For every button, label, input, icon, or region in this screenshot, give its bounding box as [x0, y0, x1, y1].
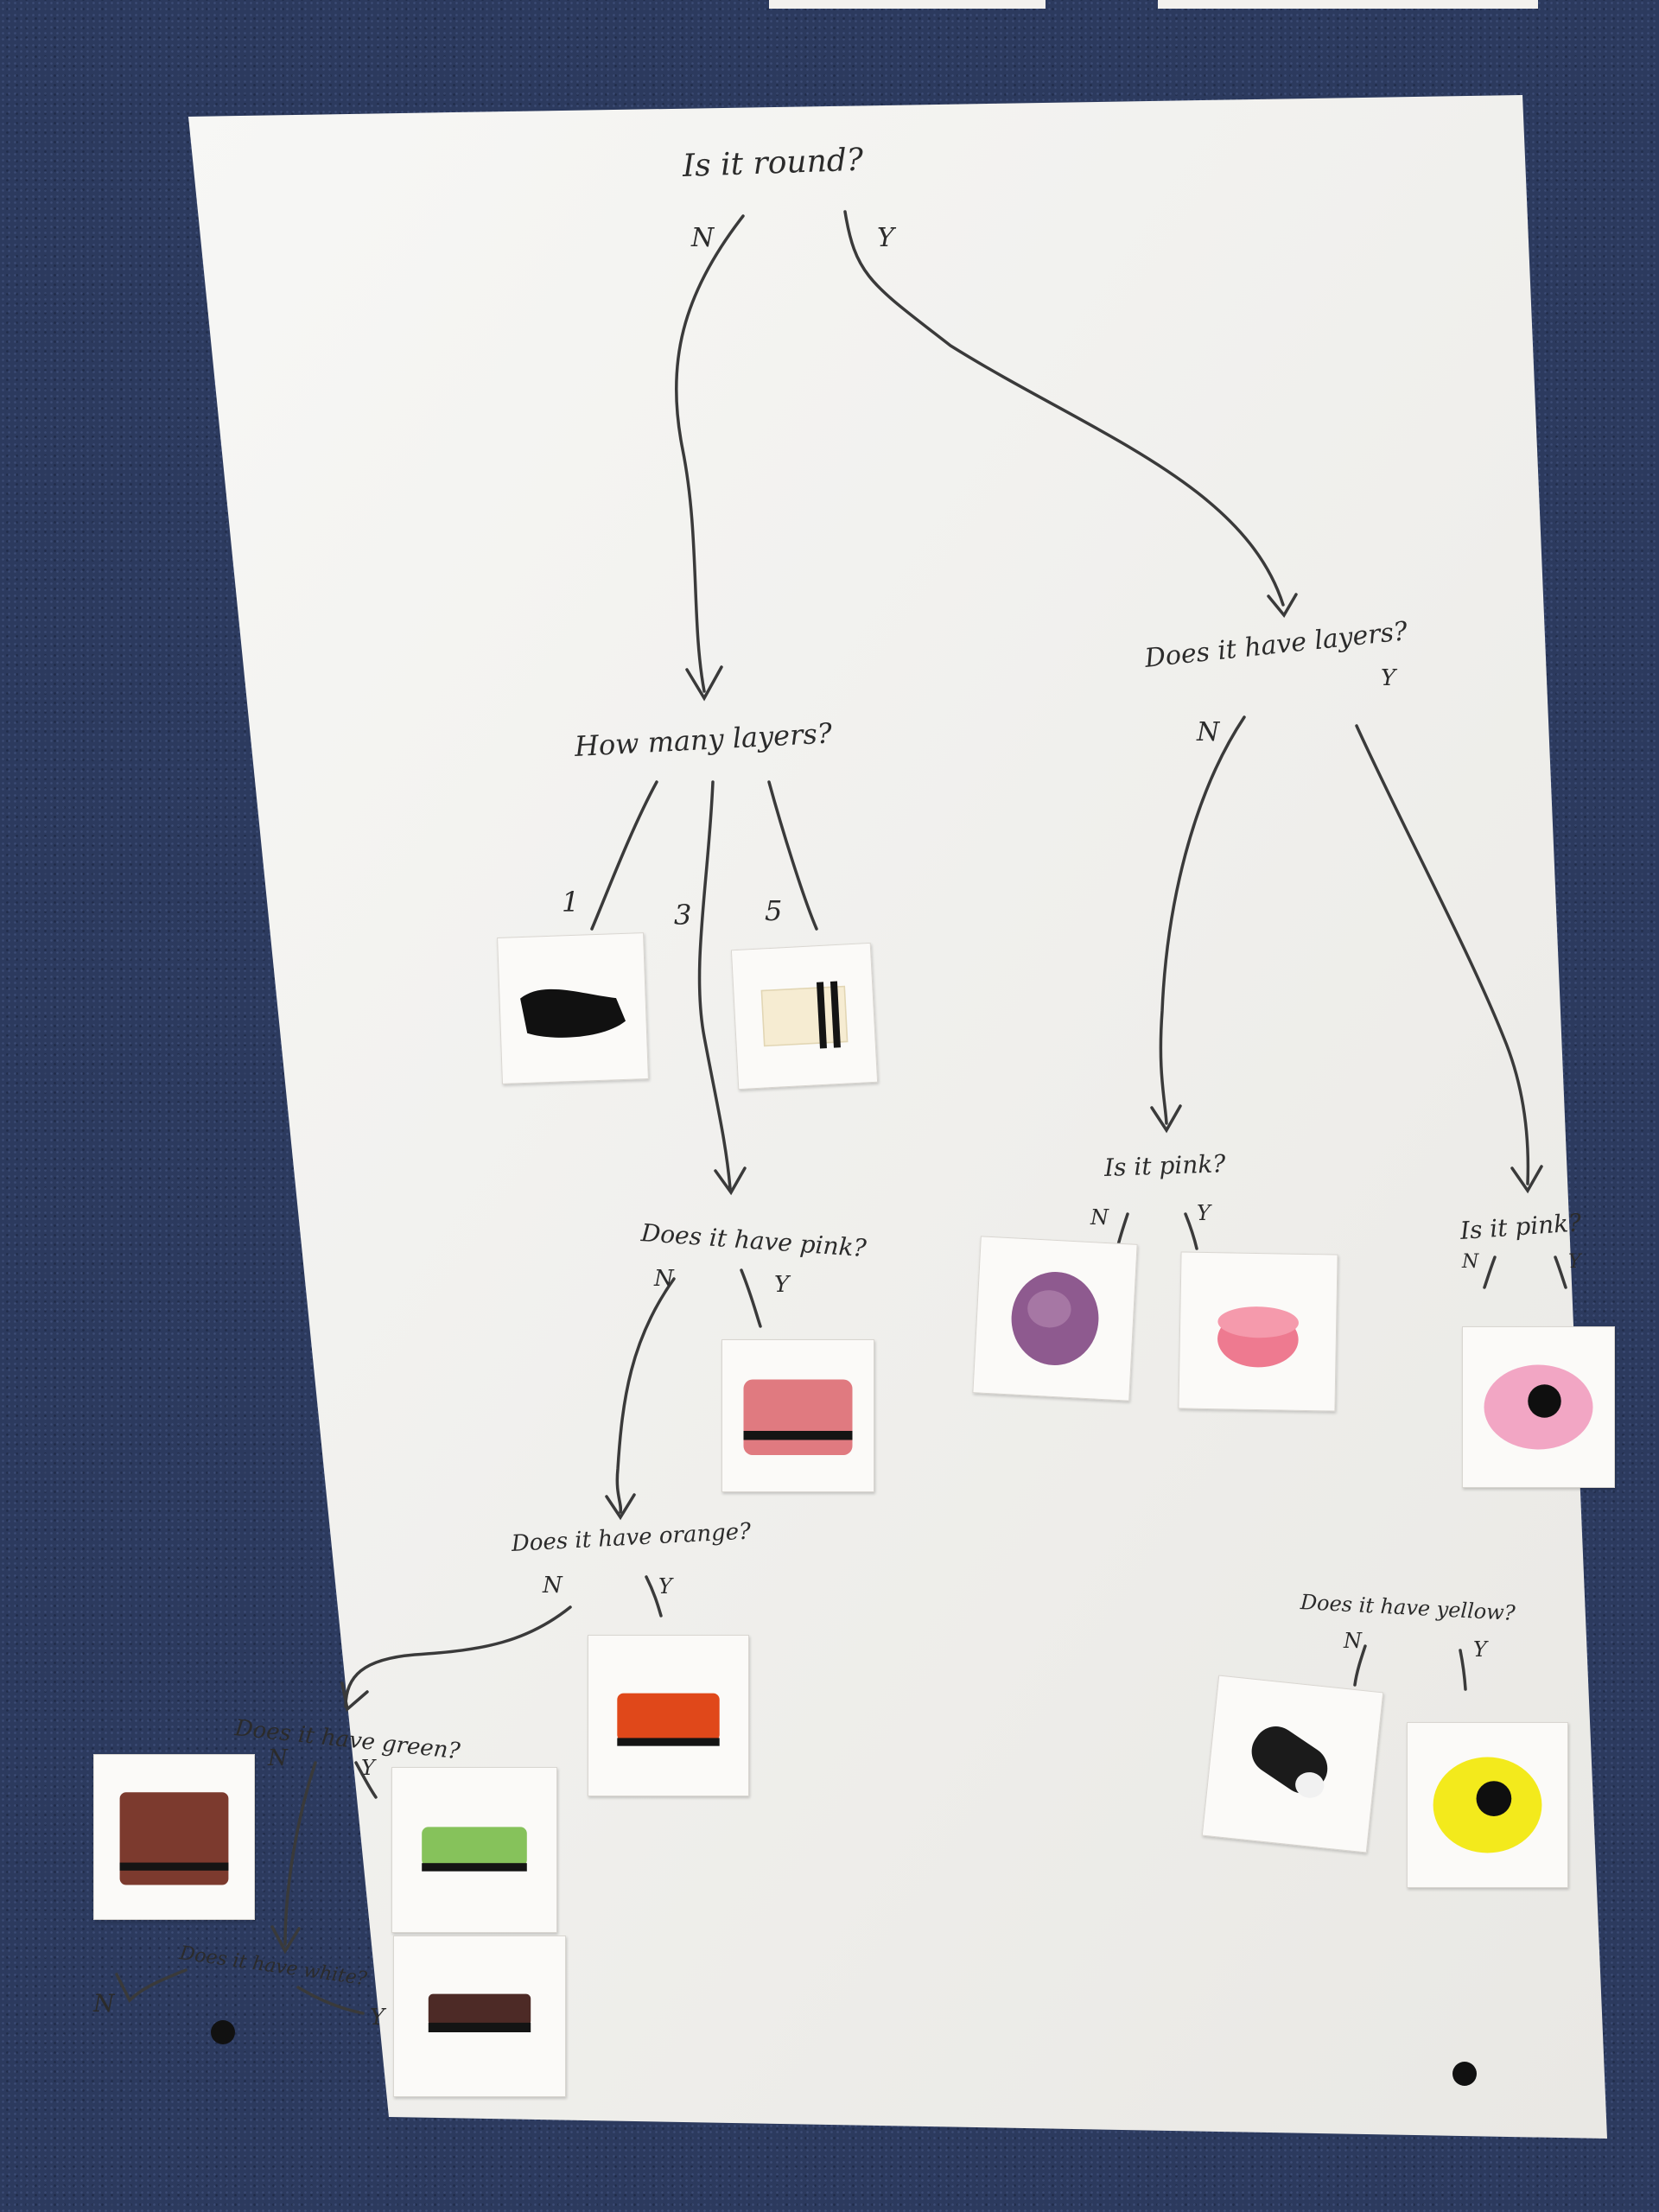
pink-round-jelly-image [1217, 1306, 1299, 1368]
pink-layered-sweet-image [743, 1379, 853, 1455]
sweet-card-yellow-coconut-wheel [1407, 1722, 1568, 1888]
sweet-card-cream-layered [730, 942, 879, 1090]
punch-hole [211, 2020, 235, 2044]
cream-layered-sweet-image [760, 981, 849, 1049]
branch-label-no: N [543, 1573, 563, 1599]
branch-label-five: 5 [765, 894, 783, 927]
question-is-it-round: Is it round? [682, 142, 864, 184]
question-is-it-pink: Is it pink? [1103, 1149, 1226, 1182]
branch-label-no: N [654, 1266, 674, 1292]
paper-scrap [1158, 0, 1538, 9]
paper-scrap [769, 0, 1046, 9]
green-layered-sweet-image [422, 1827, 527, 1872]
branch-label-yes: Y [361, 1756, 375, 1780]
branch-label-yes: Y [370, 2005, 385, 2031]
branch-label-no: N [268, 1745, 288, 1771]
branch-label-yes: Y [1197, 1201, 1211, 1225]
pink-coconut-wheel-image [1484, 1364, 1593, 1450]
sweet-card-dark-layered [393, 1936, 566, 2097]
branch-label-yes: Y [877, 223, 894, 253]
orange-layered-sweet-image [617, 1693, 720, 1746]
branch-label-one: 1 [562, 886, 580, 918]
branch-label-no: N [691, 223, 715, 253]
sweet-card-purple-bobble [972, 1236, 1138, 1402]
sweet-card-orange-layered [588, 1635, 749, 1796]
branch-label-yes: Y [658, 1574, 672, 1599]
branch-label-yes: Y [1381, 665, 1396, 691]
paper-sheet [188, 95, 1607, 2139]
dark-layered-sweet-image [428, 1993, 531, 2032]
tree-arrows [115, 210, 1567, 2015]
branch-label-no: N [1344, 1629, 1362, 1653]
black-white-roll-image [1251, 1726, 1328, 1798]
sweet-card-pink-coconut-wheel [1462, 1326, 1615, 1488]
sweet-card-brown-layered [93, 1754, 255, 1920]
purple-sugared-bobble-image [1011, 1272, 1099, 1365]
brown-layered-sweet-image [119, 1792, 229, 1885]
branch-label-no: N [93, 1989, 115, 2018]
branch-label-yes: Y [1473, 1637, 1487, 1662]
yellow-coconut-wheel-image [1433, 1757, 1542, 1853]
punch-hole [1452, 2062, 1477, 2086]
sweet-card-green-layered [391, 1767, 557, 1933]
branch-label-three: 3 [674, 899, 692, 931]
branch-label-no: N [1197, 717, 1220, 747]
sweet-card-pink-jelly [1178, 1251, 1338, 1412]
branch-label-yes: Y [1568, 1251, 1581, 1273]
branch-label-no: N [1090, 1205, 1109, 1230]
black-liquorice-block-image [520, 988, 626, 1038]
sweet-card-black-liquorice-block [497, 932, 649, 1084]
sweet-card-pink-layered [721, 1339, 874, 1492]
branch-label-no: N [1462, 1251, 1479, 1273]
branch-label-yes: Y [774, 1272, 790, 1298]
sweet-card-black-white-roll [1201, 1675, 1384, 1853]
